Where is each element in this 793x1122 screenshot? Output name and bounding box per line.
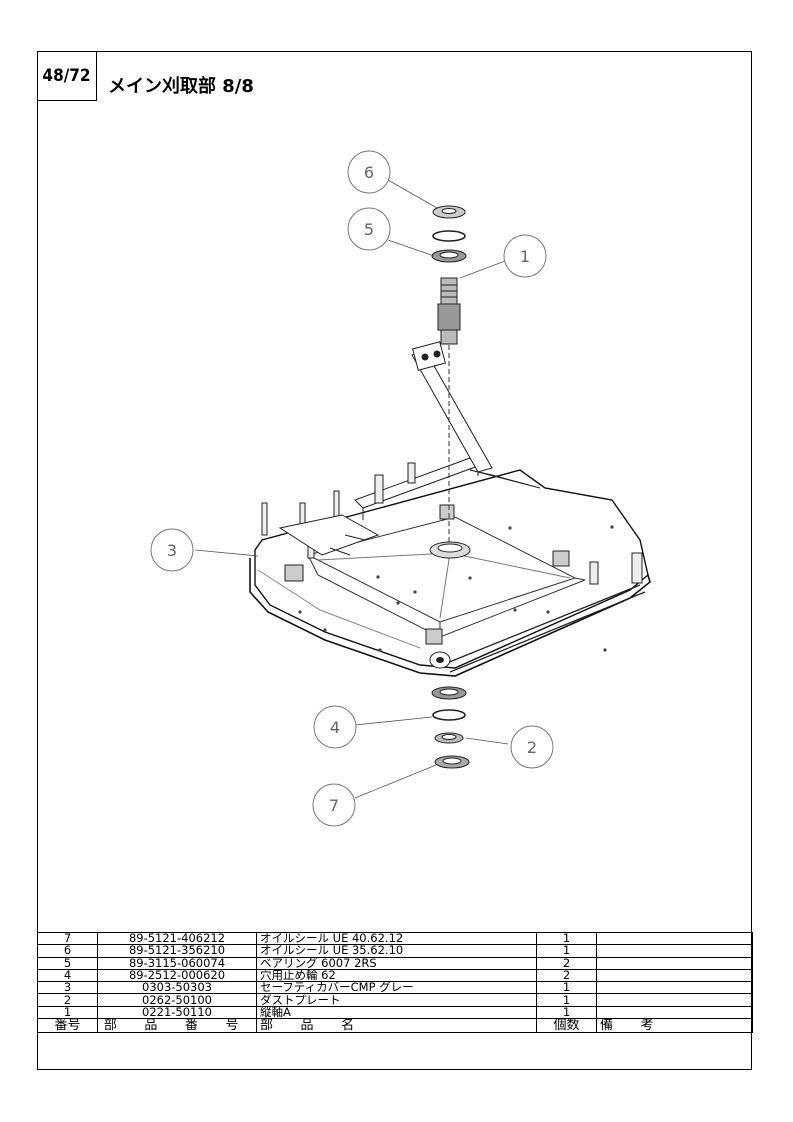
svg-text:4: 4 [330, 718, 340, 737]
page-number: 48/72 [37, 51, 97, 101]
cell-part-name: オイルシール UE 35.62.10 [256, 944, 537, 958]
svg-text:1: 1 [520, 247, 530, 266]
header-remarks: 備 考 [596, 1018, 753, 1034]
callout-4: 4 [313, 705, 357, 749]
snap-ring-lower [432, 709, 466, 721]
cell-remarks [596, 981, 753, 995]
cell-remarks [596, 1005, 753, 1020]
cell-part-number: 89-5121-406212 [97, 931, 257, 946]
cell-qty: 1 [536, 1005, 597, 1020]
cell-qty: 1 [536, 993, 597, 1007]
cell-remarks [596, 993, 753, 1007]
callout-2: 2 [510, 725, 554, 769]
cell-part-number: 89-3115-060074 [97, 956, 257, 970]
cell-no: 7 [37, 931, 98, 946]
vertical-shaft [437, 277, 461, 545]
cell-no: 2 [37, 993, 98, 1007]
page-title: メイン刈取部 8/8 [108, 76, 254, 97]
cell-no: 3 [37, 981, 98, 995]
cell-qty: 2 [536, 968, 597, 983]
svg-text:6: 6 [364, 163, 374, 182]
callout-1: 1 [503, 234, 547, 278]
cell-part-name: 穴用止め輪 62 [256, 968, 537, 983]
callout-3: 3 [150, 528, 194, 572]
callout-6: 6 [347, 150, 391, 194]
header-qty: 個数 [536, 1018, 597, 1034]
cell-part-number: 0303-50303 [97, 981, 257, 995]
cell-no: 5 [37, 956, 98, 970]
page-frame [37, 51, 752, 1070]
cell-part-name: ベアリング 6007 2RS [256, 956, 537, 970]
cell-qty: 1 [536, 981, 597, 995]
cell-remarks [596, 944, 753, 958]
cell-remarks [596, 968, 753, 983]
cell-remarks [596, 956, 753, 970]
header-part-name: 部 品 名 [256, 1018, 537, 1034]
cell-part-name: ダストプレート [256, 993, 537, 1007]
cell-part-number: 89-5121-356210 [97, 944, 257, 958]
cell-part-name: 縦軸A [256, 1005, 537, 1020]
cell-remarks [596, 931, 753, 946]
cell-qty: 2 [536, 956, 597, 970]
cell-no: 6 [37, 944, 98, 958]
cell-part-number: 89-2512-000620 [97, 968, 257, 983]
cell-part-number: 0262-50100 [97, 993, 257, 1007]
cell-no: 1 [37, 1005, 98, 1020]
callout-5: 5 [347, 207, 391, 251]
svg-text:7: 7 [329, 796, 339, 815]
snap-ring-upper [432, 230, 466, 242]
header-part-number: 部 品 番 号 [97, 1018, 257, 1034]
cell-part-number: 0221-50110 [97, 1005, 257, 1020]
cell-qty: 1 [536, 931, 597, 946]
svg-text:3: 3 [167, 541, 177, 560]
callout-7: 7 [312, 783, 356, 827]
cell-qty: 1 [536, 944, 597, 958]
cell-no: 4 [37, 968, 98, 983]
parts-table-header: 番号 部 品 番 号 部 品 名 個数 備 考 [37, 1018, 753, 1034]
svg-text:2: 2 [527, 738, 537, 757]
cell-part-name: セーフティカバーCMP グレー [256, 981, 537, 995]
header-no: 番号 [37, 1018, 98, 1034]
exploded-parts-diagram: 6 5 1 3 4 2 7 [150, 150, 651, 827]
safety-cover-deck [249, 341, 651, 677]
svg-text:5: 5 [364, 220, 374, 239]
cell-part-name: オイルシール UE 40.62.12 [256, 931, 537, 946]
